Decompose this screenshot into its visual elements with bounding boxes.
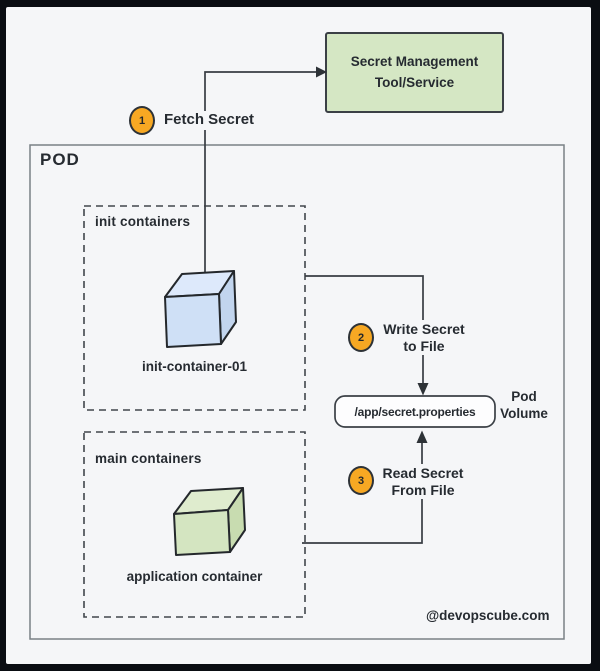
- application-container-label: application container: [126, 569, 263, 584]
- write-secret-arrowhead-icon: [417, 383, 429, 396]
- fetch-secret-arrowhead-icon: [316, 66, 327, 78]
- read-secret-arrowhead-icon: [416, 430, 428, 443]
- pod-volume-label-line2: Volume: [500, 405, 548, 421]
- watermark: @devopscube.com: [426, 608, 550, 623]
- step-2-label-line2: to File: [403, 337, 445, 354]
- step-3-number: 3: [357, 474, 365, 487]
- step-2-label: Write Secret to File: [375, 320, 473, 355]
- step-2-label-line1: Write Secret: [383, 321, 465, 337]
- pod-volume-label: Pod Volume: [494, 389, 554, 422]
- step-2-number: 2: [357, 331, 365, 344]
- step-3-label-line2: From File: [391, 481, 455, 498]
- main-containers-group-box: [83, 431, 306, 618]
- diagram-card: [6, 7, 591, 664]
- step-1-number: 1: [138, 114, 146, 127]
- pod-volume-label-line1: Pod: [511, 389, 537, 404]
- secret-tool-label: Secret Management Tool/Service: [326, 33, 503, 112]
- volume-file-box: [334, 395, 496, 428]
- init-container-label: init-container-01: [141, 359, 247, 374]
- step-3-badge: 3: [348, 466, 374, 495]
- step-3-label: Read Secret From File: [374, 464, 472, 499]
- step-2-badge: 2: [348, 323, 374, 352]
- fetch-secret-arrow: [204, 71, 317, 272]
- volume-file-path: /app/secret.properties: [354, 404, 476, 419]
- application-container-cube-icon: [173, 487, 246, 556]
- secret-tool-label-line1: Secret Management: [350, 54, 479, 70]
- step-1-label: Fetch Secret: [161, 111, 258, 130]
- pod-box: [29, 144, 565, 640]
- main-containers-group-title: main containers: [95, 451, 202, 466]
- init-containers-group-title: init containers: [95, 214, 191, 229]
- init-containers-group-box: [83, 205, 306, 411]
- step-1-badge: 1: [129, 106, 155, 135]
- secret-tool-label-line2: Tool/Service: [374, 74, 455, 90]
- init-container-cube-icon: [164, 270, 237, 348]
- step-3-label-line1: Read Secret: [382, 465, 464, 481]
- pod-title: POD: [40, 150, 80, 169]
